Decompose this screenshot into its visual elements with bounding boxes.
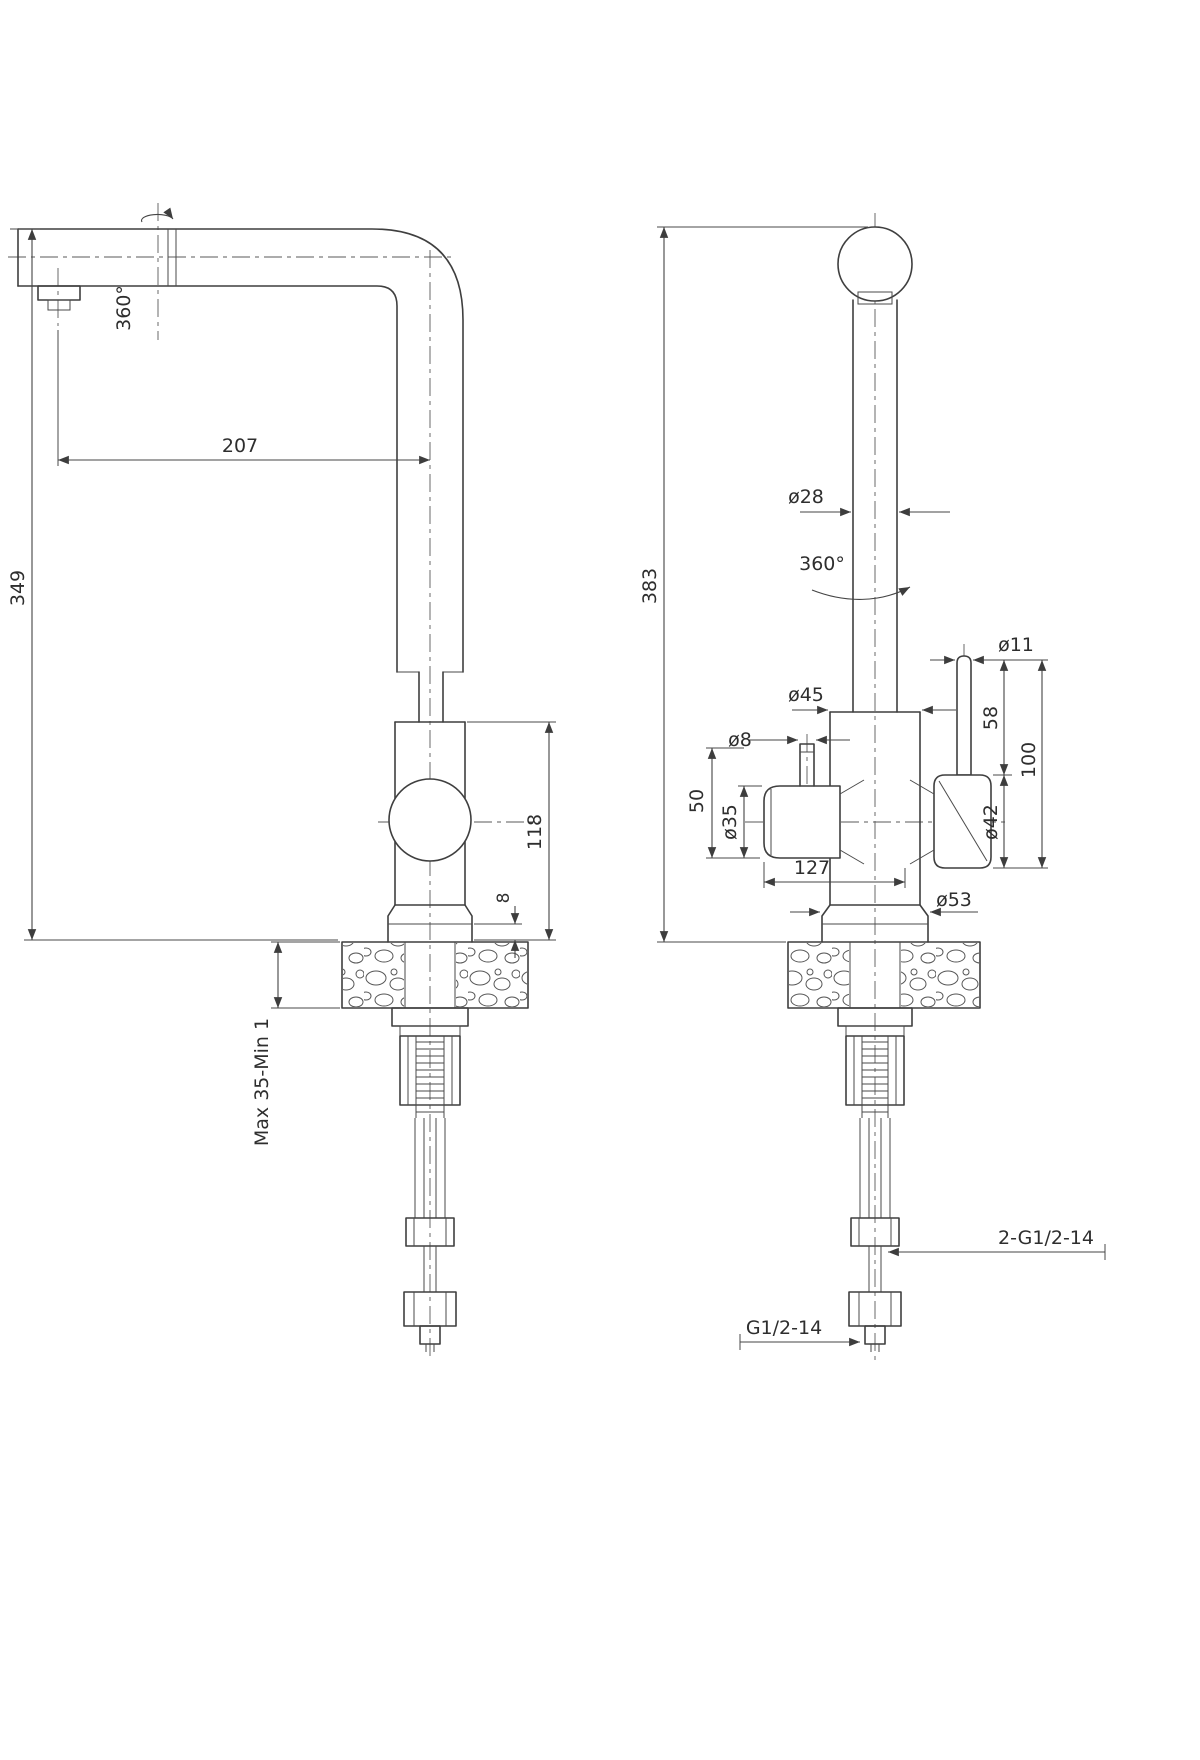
supply-hoses-right [848, 1118, 902, 1352]
spout-top-circle [837, 226, 913, 305]
dim-overall-height: 383 [639, 568, 661, 604]
label-inlet-thread: 2-G1/2-14 [998, 1227, 1094, 1249]
dim-handles-width: 127 [794, 857, 830, 879]
supply-hoses-left [403, 1118, 457, 1352]
dimensions-right: 383 ø28 360° ø45 ø8 50 ø35 [639, 226, 1106, 1350]
dim-base-diameter: ø53 [936, 889, 972, 911]
dim-spout-reach: 207 [222, 435, 258, 457]
dim-base-lip: 8 [494, 893, 514, 904]
faucet-body-left [387, 671, 473, 943]
dim-body-height: 118 [524, 814, 546, 850]
right-view: 383 ø28 360° ø45 ø8 50 ø35 [639, 213, 1106, 1360]
label-supply-thread: G1/2-14 [746, 1317, 822, 1339]
dim-handle-diameter: ø42 [980, 804, 1002, 840]
spout-outline [17, 228, 464, 673]
dim-body-diameter: ø45 [788, 684, 824, 706]
mounting-hardware-right [837, 1007, 913, 1118]
dim-handle-assembly-height: 100 [1018, 742, 1040, 778]
counter-deck-left [341, 941, 529, 1009]
dim-rotation-left: 360° [113, 285, 135, 331]
rotation-arrow-icon [140, 207, 174, 223]
left-view: 360° [7, 203, 556, 1360]
dim-pipe-diameter: ø28 [788, 486, 824, 508]
ball-joint [388, 778, 472, 862]
aerator [37, 285, 81, 311]
filter-handle [763, 743, 865, 865]
dim-spout-height: 349 [7, 570, 29, 606]
dimensions-left: 207 349 118 8 Max 35-Min 1 [7, 228, 556, 1146]
centerlines-left [8, 203, 540, 1360]
mixer-lever-handle [909, 655, 992, 869]
dim-rotation-right: 360° [799, 553, 845, 575]
dim-outlet-pin-height: 50 [686, 789, 708, 813]
dim-filter-handle-diameter: ø35 [719, 804, 741, 840]
dim-outlet-pin-diameter: ø8 [728, 729, 752, 751]
counter-deck-right [787, 941, 981, 1009]
dim-lever-diameter: ø11 [998, 634, 1034, 656]
mounting-hardware-left [391, 1007, 469, 1118]
dim-deck-thickness: Max 35-Min 1 [251, 1018, 273, 1146]
dim-lever-length: 58 [980, 706, 1002, 730]
